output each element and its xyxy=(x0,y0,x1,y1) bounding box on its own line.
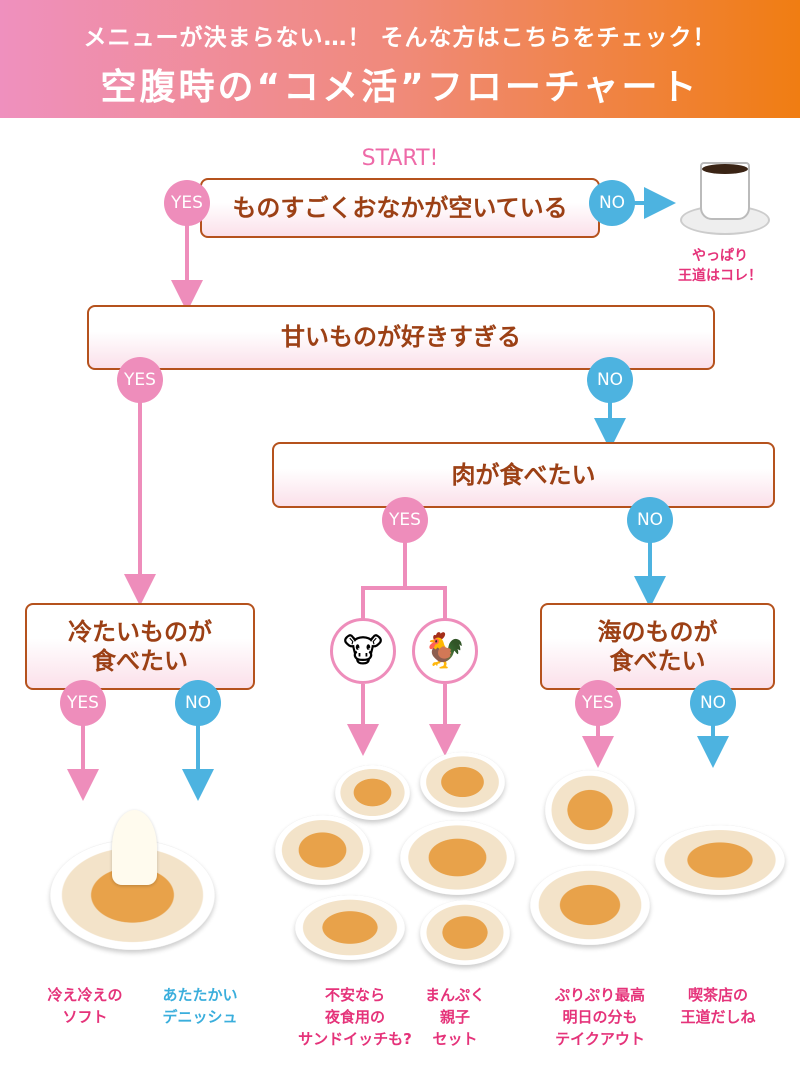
header-subtitle: メニューが決まらない…！ そんな方はこちらをチェック！ xyxy=(83,25,717,51)
question-q5: 海のものが 食べたい xyxy=(597,617,718,675)
q4-yes-badge: YES xyxy=(60,680,106,726)
q2-yes-badge: YES xyxy=(117,357,163,403)
gratin-image xyxy=(275,815,370,885)
result-napolitan: 喫茶店の 王道だしね xyxy=(680,986,756,1026)
beef-cow-icon: 🐮 xyxy=(330,618,396,684)
chicken-icon: 🐓 xyxy=(412,618,478,684)
start-label: START! xyxy=(340,146,460,171)
result-oyako-set: まんぷく 親子 セット xyxy=(424,986,485,1048)
q4-no-badge: NO xyxy=(175,680,221,726)
napolitan-image xyxy=(655,825,785,895)
result-shrimp-takeout: ぷりぷり最高 明日の分も テイクアウト xyxy=(554,986,645,1048)
q3-no-badge: NO xyxy=(627,497,673,543)
coffee-image xyxy=(675,150,775,240)
egg-roll-image xyxy=(420,900,510,965)
q5-no-badge: NO xyxy=(690,680,736,726)
result-soft-serve: 冷え冷えの ソフト xyxy=(47,986,123,1026)
result-sandwich: 不安なら 夜食用の サンドイッチも? xyxy=(298,986,412,1048)
header-banner: メニューが決まらない…！ そんな方はこちらをチェック！ 空腹時の“コメ活”フロー… xyxy=(0,0,800,118)
garlic-toast-image xyxy=(335,765,410,820)
question-q2: 甘いものが好きすぎる xyxy=(281,323,521,352)
shrimp-sandwich-image xyxy=(530,865,650,945)
q2-no-badge: NO xyxy=(587,357,633,403)
shrimp-burger-image xyxy=(545,770,635,850)
egg-sandwich-image xyxy=(295,895,405,960)
question-q4: 冷たいものが 食べたい xyxy=(68,617,212,675)
q3-yes-badge: YES xyxy=(382,497,428,543)
coffee-caption: やっぱり 王道はコレ！ xyxy=(678,248,762,285)
question-q3-box: 肉が食べたい xyxy=(272,442,775,508)
q5-yes-badge: YES xyxy=(575,680,621,726)
soft-serve-image xyxy=(112,810,157,885)
question-q4-box: 冷たいものが 食べたい xyxy=(25,603,255,690)
q1-yes-badge: YES xyxy=(164,180,210,226)
question-q1: ものすごくおなかが空いている xyxy=(232,193,568,222)
q1-no-badge: NO xyxy=(589,180,635,226)
question-q3: 肉が食べたい xyxy=(451,460,596,489)
header-title: 空腹時の“コメ活”フローチャート xyxy=(100,67,700,108)
katsu-sandwich-image xyxy=(400,820,515,895)
line-q3-yes xyxy=(361,530,447,620)
question-q1-box: ものすごくおなかが空いている xyxy=(200,178,600,238)
result-danish: あたたかい デニッシュ xyxy=(162,986,238,1026)
question-q5-box: 海のものが 食べたい xyxy=(540,603,775,690)
fried-chicken-image xyxy=(420,752,505,812)
